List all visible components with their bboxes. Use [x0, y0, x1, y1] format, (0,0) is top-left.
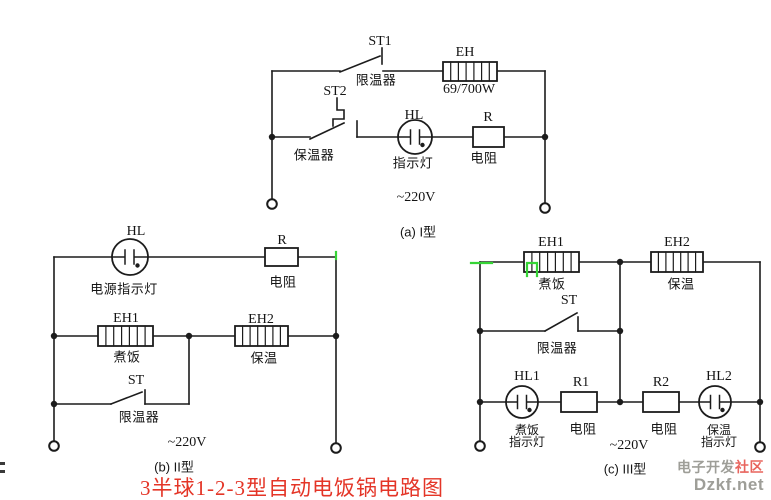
circuit-c-st-ref: ST [560, 293, 578, 308]
circuit-c-r2-resistor-symbol [642, 391, 680, 413]
circuit-c-voltage: ~220V [609, 438, 649, 453]
circuit-c-hl1-ref: HL1 [514, 369, 540, 384]
circuit-c-hl1-label: 煮饭 指示灯 [509, 424, 545, 448]
page-title: 3半球1-2-3型自动电饭锅电路图 [140, 476, 444, 500]
circuit-b-eh2-ref: EH2 [248, 312, 274, 327]
circuit-a-st2-label: 保温器 [293, 147, 335, 163]
circuit-a-eh-ref: EH [455, 45, 475, 60]
circuit-a-r-ref: R [483, 110, 493, 125]
circuit-c-st-label: 限温器 [536, 340, 578, 356]
circuit-a-hl-lamp-symbol [397, 119, 433, 155]
left-edge-scan-artifact [0, 462, 5, 465]
circuit-c-eh2-ref: EH2 [664, 235, 690, 250]
circuit-b-st-switch-symbol [109, 389, 146, 406]
circuit-c-eh1-label: 煮饭 [538, 276, 566, 292]
circuit-c-r1-ref: R1 [572, 375, 590, 390]
circuit-b-r-resistor-symbol [264, 247, 299, 267]
circuit-c-r2-label: 电阻 [650, 421, 678, 437]
circuit-b-hl-lamp-symbol [111, 238, 149, 276]
circuit-c-hl1-label-line1: 煮饭 [514, 423, 540, 437]
circuit-a-voltage: ~220V [396, 190, 436, 205]
circuit-a-hl-ref: HL [404, 108, 424, 123]
circuit-a-st1-switch-symbol [338, 47, 383, 74]
circuit-c-r2-ref: R2 [652, 375, 670, 390]
circuit-c-hl2-lamp-symbol [698, 385, 732, 419]
circuit-a-st1-label: 限温器 [355, 72, 397, 88]
circuit-c-eh2-heater-symbol [650, 251, 704, 273]
circuit-b-hl-ref: HL [126, 224, 146, 239]
circuit-b-terminals [48, 440, 342, 454]
left-edge-scan-artifact [0, 470, 5, 473]
circuit-b-st-label: 限温器 [118, 409, 160, 425]
circuit-c-junction-dots [476, 258, 764, 406]
circuit-b-caption: (b) II型 [154, 459, 194, 475]
circuit-a-r-label: 电阻 [470, 150, 498, 166]
circuit-b-r-label: 电阻 [269, 274, 297, 290]
watermark-cn-red: 社区 [735, 459, 764, 475]
circuit-a-r-resistor-symbol [472, 126, 505, 148]
circuit-c-r1-resistor-symbol [560, 391, 598, 413]
circuit-a-st2-ref: ST2 [323, 84, 347, 99]
circuit-b-st-ref: ST [127, 373, 145, 388]
circuit-a-hl-label: 指示灯 [392, 155, 434, 171]
circuit-b-r-ref: R [277, 233, 287, 248]
green-highlight-artifact [334, 250, 539, 278]
circuit-b-hl-label: 电源指示灯 [90, 281, 158, 297]
circuit-c-caption: (c) III型 [603, 461, 647, 477]
circuit-c-eh1-ref: EH1 [538, 235, 564, 250]
circuit-b-voltage: ~220V [167, 435, 207, 450]
circuit-a-eh-rating: 69/700W [442, 82, 496, 97]
circuit-c-hl2-ref: HL2 [706, 369, 732, 384]
circuit-c-st-switch-symbol [543, 311, 579, 333]
circuit-a-eh-heater-symbol [442, 61, 498, 82]
circuit-b-eh1-heater-symbol [97, 325, 154, 347]
circuit-c-hl1-label-line2: 指示灯 [508, 435, 546, 449]
watermark: 电子开发社区 Dzkf.net [677, 459, 764, 493]
watermark-cn-gray: 电子开发 [677, 459, 735, 475]
watermark-site-name-en: Dzkf.net [693, 475, 764, 494]
circuit-c-terminals [474, 440, 766, 453]
circuit-c-hl1-lamp-symbol [505, 385, 539, 419]
circuit-a-st2-switch-symbol [308, 97, 358, 141]
circuit-c-hl2-label: 保温 指示灯 [701, 424, 737, 448]
circuit-c-eh2-label: 保温 [667, 276, 695, 292]
circuit-b-eh1-ref: EH1 [113, 311, 139, 326]
circuit-b-wires [53, 256, 337, 444]
watermark-site-name-cn: 电子开发社区 [677, 459, 764, 476]
circuit-c-hl2-label-line1: 保温 [706, 423, 732, 437]
circuit-a-terminals [266, 198, 551, 214]
circuit-c-hl2-label-line2: 指示灯 [700, 435, 738, 449]
circuit-a-junction-dots [268, 133, 549, 141]
circuit-b-junction-dots [50, 332, 340, 408]
circuit-a-st1-ref: ST1 [368, 34, 392, 49]
circuit-a-caption: (a) I型 [399, 224, 437, 240]
circuit-c-r1-label: 电阻 [569, 421, 597, 437]
circuit-b-eh2-label: 保温 [250, 350, 278, 366]
circuit-b-eh2-heater-symbol [234, 325, 289, 347]
circuit-b-eh1-label: 煮饭 [113, 349, 141, 365]
